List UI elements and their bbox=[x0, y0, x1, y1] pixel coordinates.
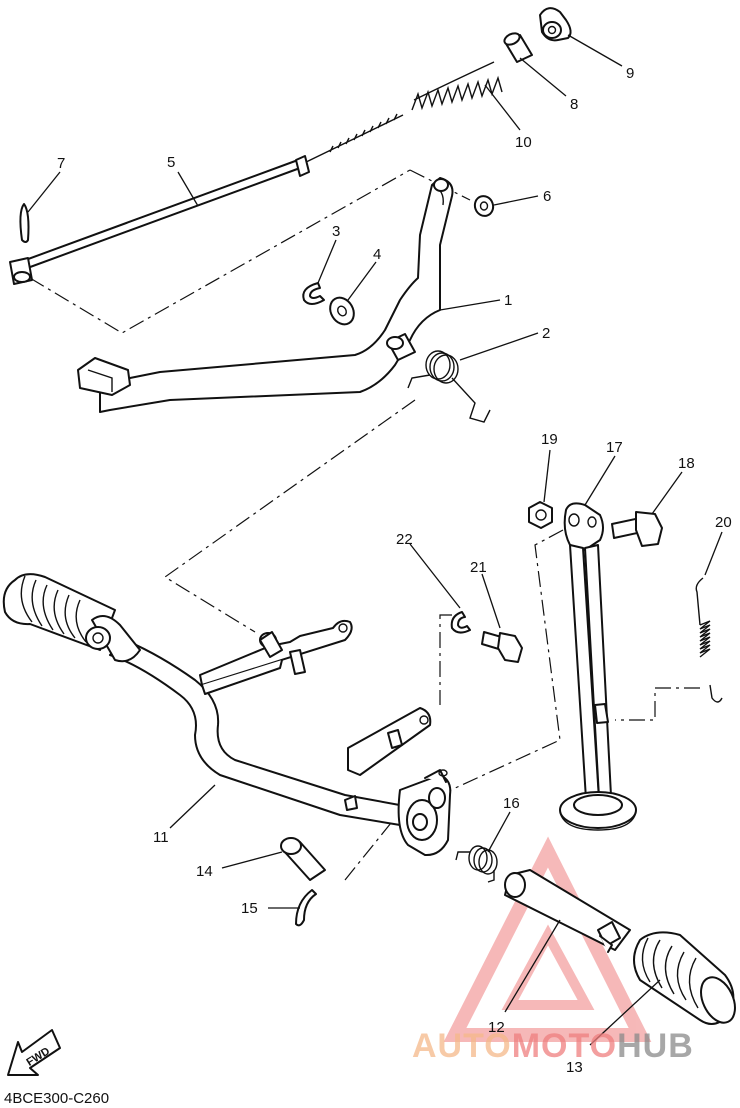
watermark-part-hub: HUB bbox=[617, 1027, 694, 1065]
callout-numbers: 1 2 3 4 5 6 7 8 9 10 11 12 13 14 15 16 1… bbox=[57, 65, 732, 1076]
footrest-shaft-part bbox=[504, 869, 631, 953]
diagram-code: 4BCE300-C260 bbox=[4, 1090, 110, 1107]
callout-4: 4 bbox=[373, 246, 381, 263]
reference-line bbox=[29, 169, 411, 334]
callout-12: 12 bbox=[488, 1019, 505, 1036]
callout-7: 7 bbox=[57, 155, 65, 172]
callout-1: 1 bbox=[504, 292, 512, 309]
bolt-small-part bbox=[481, 631, 523, 663]
callout-22: 22 bbox=[396, 531, 413, 548]
compression-spring-part bbox=[411, 61, 503, 111]
callout-13: 13 bbox=[566, 1059, 583, 1076]
callout-20: 20 bbox=[715, 514, 732, 531]
callout-3: 3 bbox=[332, 223, 340, 240]
bolt-part bbox=[611, 511, 663, 547]
callout-10: 10 bbox=[515, 134, 532, 151]
callout-21: 21 bbox=[470, 559, 487, 576]
wing-nut-part bbox=[539, 7, 572, 42]
brake-rod-part bbox=[9, 113, 404, 285]
plate-washer-part bbox=[329, 296, 355, 326]
cotter-pin-part bbox=[19, 203, 30, 243]
watermark-part-auto: AUTO bbox=[412, 1027, 512, 1065]
circlip-part bbox=[302, 282, 325, 305]
footrest-rubber-right-part bbox=[633, 931, 736, 1025]
callout-18: 18 bbox=[678, 455, 695, 472]
callout-5: 5 bbox=[167, 154, 175, 171]
side-stand-spring-part bbox=[695, 577, 723, 703]
torsion-spring-part bbox=[455, 845, 498, 883]
fwd-arrow-icon: FWD bbox=[7, 1029, 61, 1076]
leader-lines bbox=[27, 34, 723, 1046]
nut-part bbox=[528, 501, 553, 529]
return-spring-part bbox=[407, 350, 491, 423]
watermark-part-moto: MOTO bbox=[512, 1027, 617, 1065]
brake-pedal-part bbox=[77, 177, 454, 413]
reference-line bbox=[439, 529, 564, 796]
joint-part bbox=[503, 32, 533, 63]
callout-8: 8 bbox=[570, 96, 578, 113]
reference-line bbox=[439, 614, 452, 705]
callout-6: 6 bbox=[543, 188, 551, 205]
svg-text:AUTOMOTOHUB: AUTOMOTOHUB bbox=[412, 1027, 694, 1065]
circlip-small-part bbox=[450, 611, 471, 634]
pin-part bbox=[280, 837, 326, 881]
watermark-text: AUTOMOTOHUB bbox=[412, 1027, 694, 1065]
cotter-pin-small-part bbox=[295, 889, 317, 927]
callout-16: 16 bbox=[503, 795, 520, 812]
callout-9: 9 bbox=[626, 65, 634, 82]
reference-line bbox=[163, 399, 416, 633]
reference-line bbox=[615, 687, 700, 721]
footrest-bar-part bbox=[109, 619, 452, 857]
reference-line bbox=[344, 817, 396, 881]
washer-part bbox=[473, 195, 495, 217]
callout-2: 2 bbox=[542, 325, 550, 342]
side-stand-part bbox=[559, 502, 637, 831]
callout-15: 15 bbox=[241, 900, 258, 917]
footrest-rubber-left-part bbox=[2, 573, 141, 663]
watermark-logo bbox=[443, 836, 652, 1042]
callout-11: 11 bbox=[153, 829, 169, 846]
callout-19: 19 bbox=[541, 431, 558, 448]
callout-14: 14 bbox=[196, 863, 213, 880]
callout-17: 17 bbox=[606, 439, 623, 456]
